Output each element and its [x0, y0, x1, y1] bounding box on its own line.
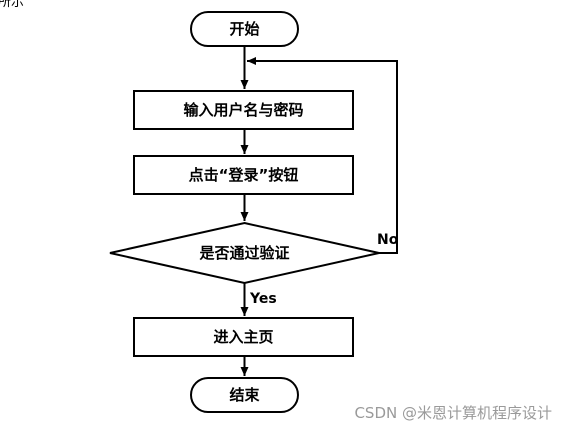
- yes-label: Yes: [249, 291, 277, 307]
- verify-decision-node: 是否通过验证: [109, 221, 380, 285]
- input-credentials-label: 输入用户名与密码: [183, 101, 303, 119]
- csdn-watermark: CSDN @米恩计算机程序设计: [354, 404, 552, 422]
- input-credentials-node: 输入用户名与密码: [133, 90, 354, 130]
- top-caption-fragment: 所示: [0, 0, 24, 10]
- enter-home-node: 进入主页: [133, 317, 354, 357]
- no-label: No: [377, 232, 399, 248]
- end-node: 结束: [190, 377, 299, 413]
- start-node-label: 开始: [229, 20, 259, 38]
- end-node-label: 结束: [229, 386, 260, 404]
- edge-no-loop: [247, 57, 398, 254]
- start-node: 开始: [190, 11, 299, 47]
- click-login-label: 点击“登录”按钮: [189, 166, 299, 184]
- enter-home-label: 进入主页: [213, 328, 273, 346]
- click-login-node: 点击“登录”按钮: [133, 155, 354, 195]
- verify-decision-label: 是否通过验证: [198, 244, 289, 262]
